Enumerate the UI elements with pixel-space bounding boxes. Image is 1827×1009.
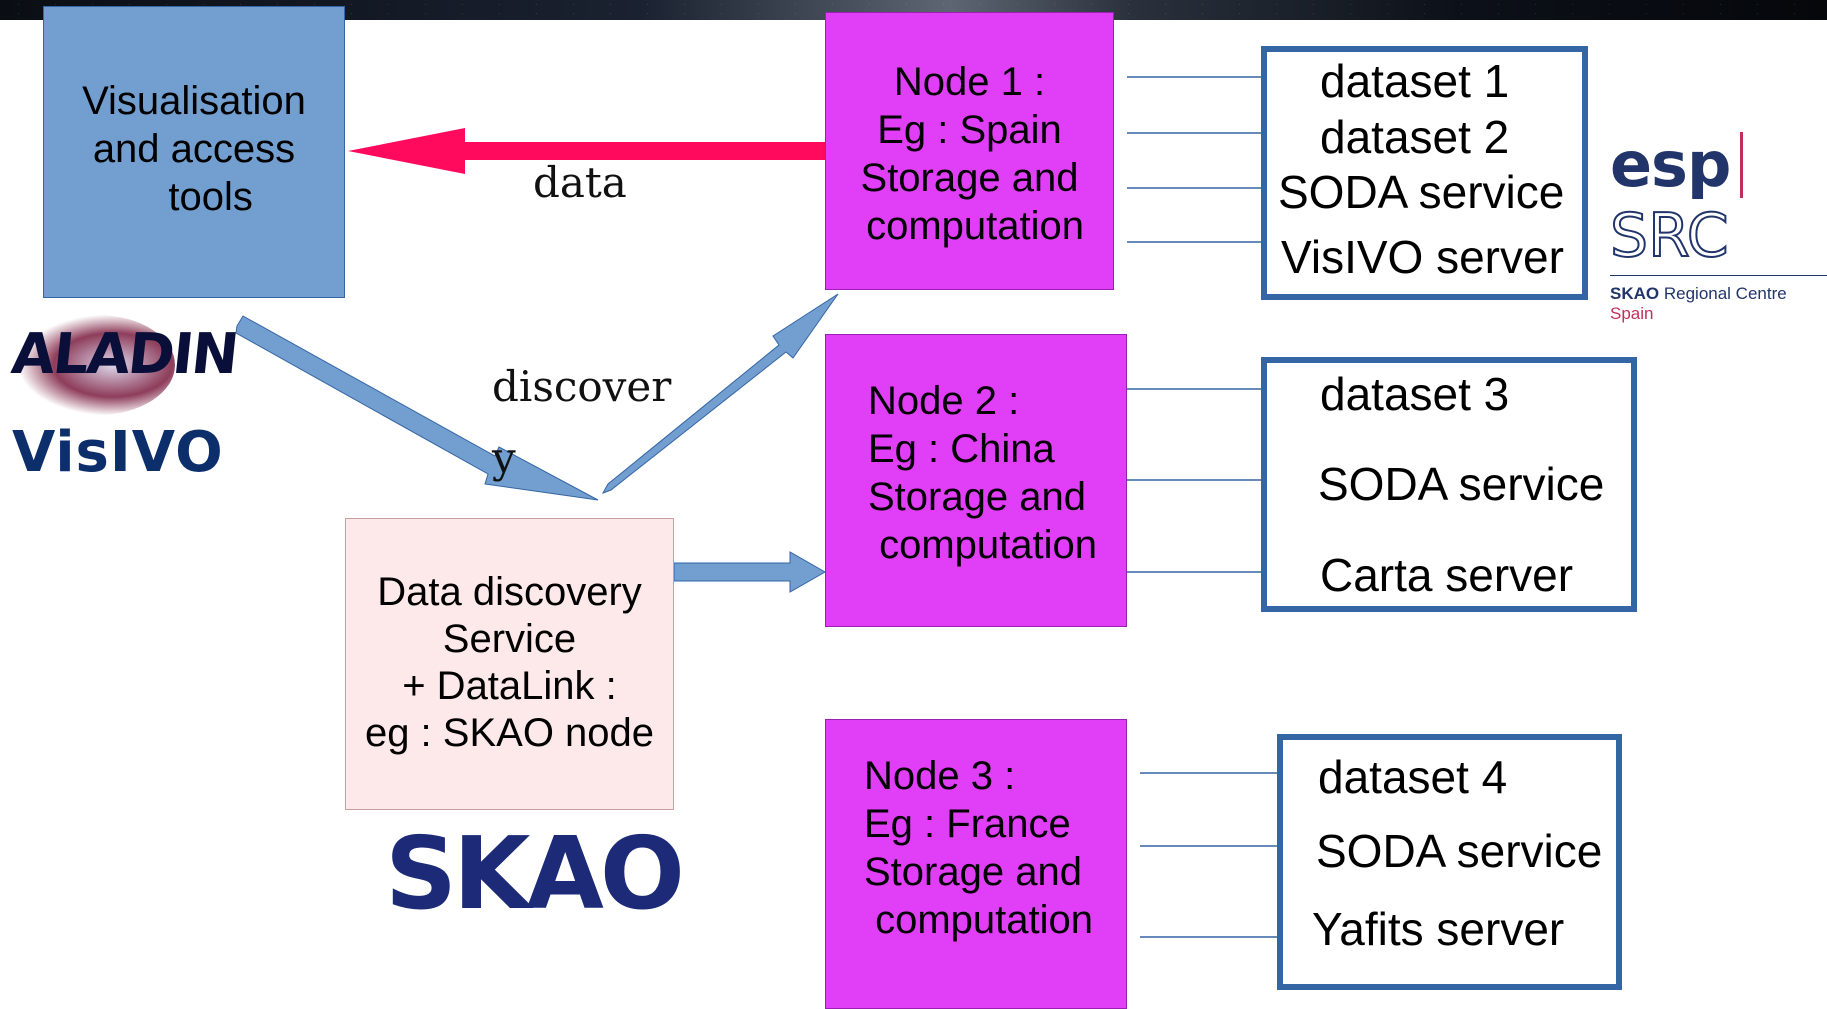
dataset-item: dataset 4: [1318, 751, 1508, 803]
dataset-item: dataset 1: [1320, 55, 1510, 107]
server-item: VisIVO server: [1281, 231, 1564, 283]
skao-logo: SKAO: [385, 815, 685, 932]
espsrc-logo-divider: [1740, 131, 1744, 198]
server-item: Carta server: [1320, 549, 1574, 601]
espsrc-logo-esp: esp: [1610, 128, 1731, 201]
discover-arrow: [235, 315, 599, 501]
espsrc-logo-src: SRC: [1609, 200, 1730, 272]
node-3-datasets-box: [1277, 734, 1622, 990]
dataset-item: dataset 2: [1320, 111, 1510, 163]
aladin-logo: ALADIN: [8, 322, 240, 387]
node-1-box: Node 1 : Eg : Spain Storage and computat…: [825, 12, 1114, 290]
data-arrow: [348, 128, 825, 174]
dataset-item: dataset 3: [1320, 368, 1510, 420]
node-1-datasets-box: [1261, 46, 1588, 300]
espsrc-logo: espSRC SKAO Regional Centre Spain: [1609, 128, 1827, 324]
discover-arrow-label: discover: [492, 362, 672, 411]
visivo-logo: VisIVO: [12, 420, 224, 485]
visualisation-tools-box: Visualisation and access tools: [43, 6, 345, 298]
service-item: SODA service: [1278, 166, 1565, 218]
espsrc-sub-rc: Regional Centre: [1663, 284, 1787, 303]
node-2-box: Node 2 : Eg : China Storage and computat…: [825, 334, 1127, 627]
espsrc-sub-skao: SKAO: [1610, 284, 1660, 303]
visualisation-tools-label: Visualisation and access tools: [82, 79, 306, 219]
data-discovery-service-box: Data discovery Service + DataLink : eg :…: [345, 518, 674, 810]
service-item: SODA service: [1318, 458, 1605, 510]
espsrc-logo-subtitle: SKAO Regional Centre Spain: [1610, 275, 1827, 324]
node-3-box: Node 3 : Eg : France Storage and computa…: [825, 719, 1127, 1009]
data-arrow-label: data: [533, 158, 627, 207]
server-item: Yafits server: [1312, 903, 1565, 955]
service-item: SODA service: [1316, 825, 1603, 877]
node2-link-arrow: [673, 551, 827, 593]
node1-link-arrow: [601, 293, 839, 494]
node-2-datasets-box: [1261, 357, 1637, 612]
discover-arrow-label-wrap: y: [492, 433, 516, 482]
espsrc-sub-spain: Spain: [1610, 304, 1654, 323]
header-banner: [0, 0, 1827, 20]
aladin-logo-swirl: [20, 315, 175, 415]
